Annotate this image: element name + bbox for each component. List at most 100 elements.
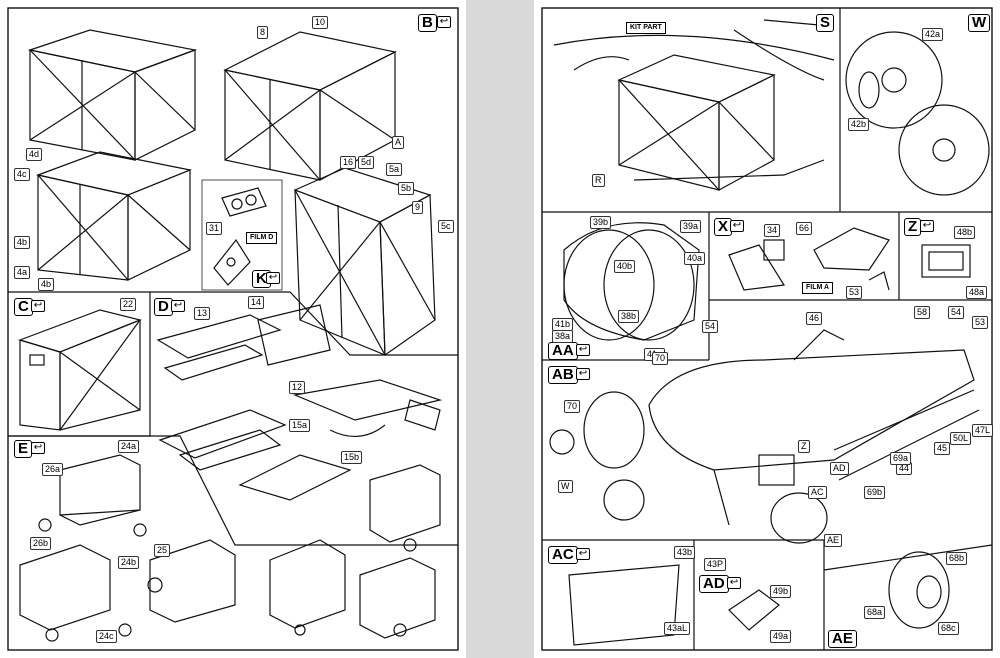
part-label: 4b <box>14 236 31 249</box>
instruction-page-left: B ↩ K ↩ C ↩ D ↩ E ↩ 10 8 A 16 5d 5a 5b 9… <box>0 0 466 658</box>
part-label: Z <box>798 440 810 453</box>
part-label: 24a <box>118 440 140 453</box>
part-label: 4d <box>26 148 43 161</box>
return-arrow-icon: ↩ <box>730 220 744 232</box>
part-label: 16 <box>340 156 357 169</box>
section-e-title: E <box>14 440 33 458</box>
section-b-title: B <box>418 14 437 32</box>
section-k-parts-drawing <box>213 187 267 286</box>
frame-top-left-drawing <box>27 29 198 161</box>
part-label: 31 <box>206 222 223 235</box>
return-arrow-icon: ↩ <box>920 220 934 232</box>
part-label: 4c <box>14 168 30 181</box>
part-label: 48a <box>966 286 988 299</box>
section-aa-drawing <box>563 222 700 341</box>
part-label: 42b <box>848 118 870 131</box>
part-label: 48b <box>954 226 976 239</box>
section-d-drawing <box>156 304 443 501</box>
divider-ae <box>823 544 993 571</box>
part-label: A <box>392 136 405 149</box>
section-z-drawing <box>921 244 971 278</box>
return-arrow-icon: ↩ <box>727 577 741 589</box>
section-s-drawing <box>553 19 835 192</box>
part-label: 69b <box>864 486 886 499</box>
part-label: 47L <box>972 424 994 437</box>
section-x-title: X <box>714 218 733 236</box>
part-label: 5c <box>438 220 454 233</box>
left-page-drawings <box>7 7 459 651</box>
part-label: AC <box>808 486 827 499</box>
return-arrow-icon: ↩ <box>31 442 45 454</box>
part-label: 26b <box>30 537 52 550</box>
frame-bottom-right-drawing <box>293 167 436 357</box>
part-label: 15b <box>341 451 363 464</box>
return-arrow-icon: ↩ <box>266 272 280 284</box>
part-label: 43b <box>674 546 696 559</box>
divider-e <box>8 435 458 546</box>
kit-part-tag: KIT PART <box>626 22 666 34</box>
section-c-drawing <box>18 309 142 431</box>
part-label: 10 <box>312 16 329 29</box>
part-label: 68a <box>864 606 886 619</box>
part-label: 53 <box>972 316 989 329</box>
part-label: 25 <box>154 544 171 557</box>
frame-top-right-drawing <box>223 31 397 181</box>
section-z-title: Z <box>904 218 922 236</box>
part-label: 70 <box>652 352 669 365</box>
return-arrow-icon: ↩ <box>576 548 590 560</box>
return-arrow-icon: ↩ <box>437 16 451 28</box>
part-label: 49b <box>770 585 792 598</box>
part-label: 12 <box>289 381 306 394</box>
part-label: 4a <box>14 266 31 279</box>
part-label: 39a <box>680 220 702 233</box>
section-e-seats-drawing <box>19 454 441 642</box>
part-label: 5b <box>398 182 415 195</box>
section-ab-title: AB <box>548 366 578 384</box>
part-label: 46 <box>806 312 823 325</box>
divider-d <box>150 291 458 356</box>
part-label: 24c <box>96 630 117 643</box>
part-label: 24b <box>118 556 140 569</box>
part-label: 38a <box>552 330 574 343</box>
part-label: 43P <box>704 558 727 571</box>
part-label: AD <box>830 462 849 475</box>
section-ac-title: AC <box>548 546 578 564</box>
part-label: 4b <box>38 278 55 291</box>
section-ac-drawing <box>568 564 680 646</box>
part-label: 43aL <box>664 622 691 635</box>
section-ae-title: AE <box>828 630 857 648</box>
film-d-tag: FILM D <box>246 232 278 244</box>
return-arrow-icon: ↩ <box>171 300 185 312</box>
part-label: 14 <box>248 296 265 309</box>
section-ae-drawing <box>888 551 950 629</box>
part-label: 5d <box>358 156 375 169</box>
part-label: 40a <box>684 252 706 265</box>
section-ad-drawing <box>728 589 780 631</box>
right-page-frame <box>541 7 993 651</box>
part-label: 40b <box>614 260 636 273</box>
part-label: 54 <box>948 306 965 319</box>
part-label: 45 <box>934 442 951 455</box>
part-label: 68b <box>946 552 968 565</box>
section-ab-drawing <box>549 329 980 544</box>
instruction-page-right: S W AA ↩ X ↩ Z ↩ AB ↩ AC ↩ AD ↩ AE KIT P… <box>534 0 1000 658</box>
film-a-tag: FILM A <box>802 282 834 294</box>
part-label: 39b <box>590 216 612 229</box>
return-arrow-icon: ↩ <box>576 368 590 380</box>
part-label: 34 <box>764 224 781 237</box>
part-label: 50L <box>950 432 972 445</box>
part-label: 8 <box>257 26 269 39</box>
part-label: 26a <box>42 463 64 476</box>
section-aa-title: AA <box>548 342 578 360</box>
section-w-drawing <box>845 31 990 196</box>
part-label: 9 <box>412 201 424 214</box>
part-label: 42a <box>922 28 944 41</box>
part-label: 54 <box>702 320 719 333</box>
part-label: 58 <box>914 306 931 319</box>
part-label: 66 <box>796 222 813 235</box>
part-label: 22 <box>120 298 137 311</box>
part-label: W <box>558 480 573 493</box>
frame-mid-left-drawing <box>35 151 193 281</box>
part-label: 68c <box>938 622 959 635</box>
part-label: 53 <box>846 286 863 299</box>
